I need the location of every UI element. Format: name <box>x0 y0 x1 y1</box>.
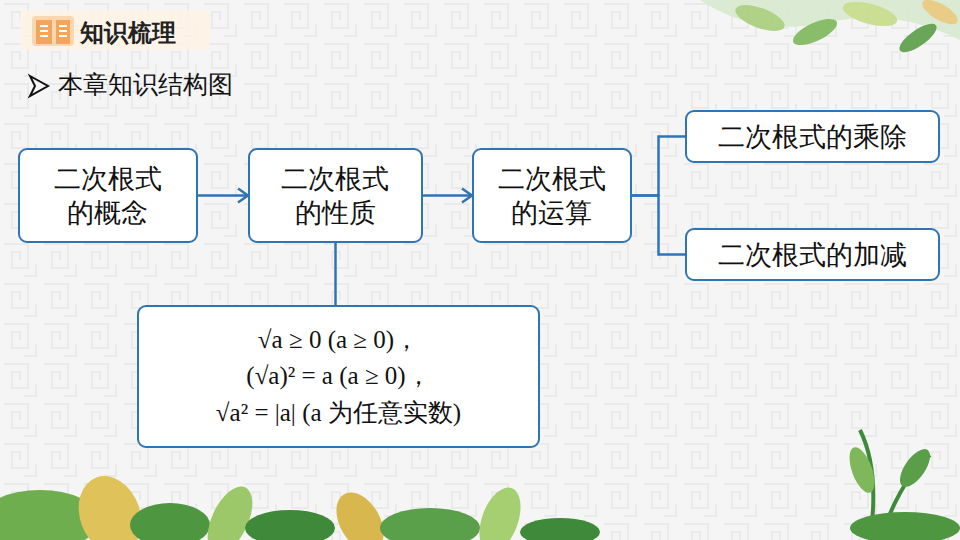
section-heading: 本章知识结构图 <box>58 68 233 101</box>
connector <box>198 189 248 203</box>
formula-line: √a² = |a| (a 为任意实数) <box>216 395 461 431</box>
topic-box: 二次根式的乘除 <box>685 110 940 163</box>
leaves-top-right <box>700 0 960 57</box>
concept-box: 二次根式的性质 <box>248 148 423 243</box>
connector <box>335 243 336 305</box>
topic-box: 二次根式的加减 <box>685 228 940 281</box>
bullet-arrow <box>30 76 48 96</box>
connector <box>632 137 685 196</box>
connector <box>423 189 472 203</box>
header-band <box>20 10 210 50</box>
book-icon <box>32 16 74 46</box>
concept-box: 二次根式的运算 <box>472 148 632 243</box>
connector <box>632 196 685 255</box>
formula-line: (√a)² = a (a ≥ 0)， <box>246 358 430 394</box>
node-label: 二次根式的加减 <box>718 238 907 272</box>
node-label: 二次根式的运算 <box>493 162 612 230</box>
node-label: 二次根式的概念 <box>49 162 168 230</box>
node-label: 二次根式的乘除 <box>718 120 907 154</box>
concept-box: 二次根式的概念 <box>18 148 198 243</box>
page-title: 知识梳理 <box>80 17 176 49</box>
formula-line: √a ≥ 0 (a ≥ 0)， <box>258 322 419 358</box>
node-label: 二次根式的性质 <box>276 162 395 230</box>
formula-box: √a ≥ 0 (a ≥ 0)，(√a)² = a (a ≥ 0)，√a² = |… <box>137 305 540 448</box>
